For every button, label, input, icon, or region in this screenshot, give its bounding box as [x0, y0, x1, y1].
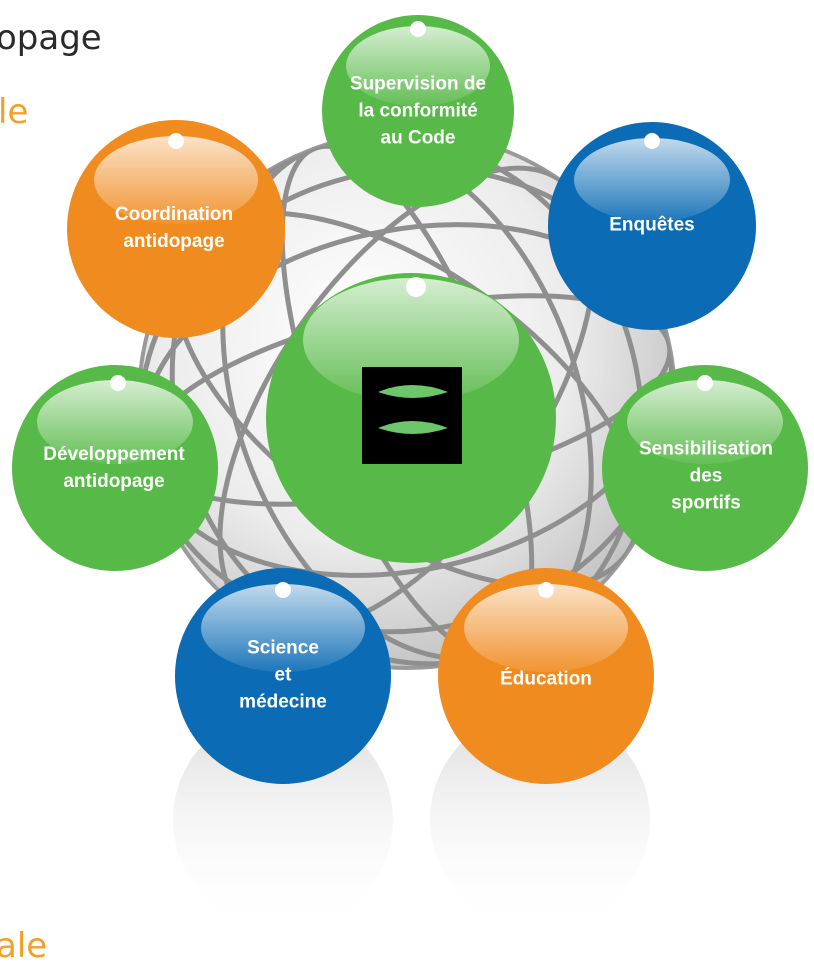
label-science-line: Science: [247, 637, 319, 659]
label-coordination-line: Coordination: [114, 204, 234, 225]
label-supervision-line: Supervision de: [349, 73, 487, 95]
bubble-supervision-shine: [346, 26, 490, 106]
bubble-coordination-highlight: [168, 133, 184, 149]
bubble-enquetes: [548, 122, 756, 330]
logo-background: [362, 367, 462, 464]
label-sensibilisation: Sensibilisation des sportifs: [639, 436, 773, 517]
label-science-line: médecine: [239, 691, 327, 713]
label-sensibilisation-line: sportifs: [671, 492, 741, 514]
bubble-developpement-shine: [37, 380, 193, 464]
bubble-science: [175, 568, 391, 784]
label-science-line: et: [274, 664, 292, 686]
label-sensibilisation-line: des: [689, 465, 723, 487]
label-supervision-line: la conformité: [358, 100, 478, 122]
bubble-coordination: [67, 120, 285, 338]
label-supervision: Supervision de la conformité au Code: [350, 71, 486, 152]
center-bubble-shine: [303, 278, 519, 402]
bubble-science-shine: [201, 584, 365, 672]
bubble-developpement-highlight: [110, 375, 126, 391]
label-developpement-line: Développement: [43, 444, 185, 465]
label-supervision-line: au Code: [380, 127, 456, 149]
bubble-enquetes-shine: [574, 138, 730, 222]
center-bubble: [266, 273, 556, 563]
label-coordination-line: antidopage: [123, 231, 225, 252]
bubble-sensibilisation-highlight: [697, 375, 713, 391]
center-bubble-highlight: [406, 277, 426, 297]
bubble-sensibilisation: [602, 365, 808, 571]
logo-stroke-upper: [378, 385, 448, 398]
bubble-coordination-shine: [94, 136, 258, 224]
logo-stroke-lower: [378, 421, 448, 434]
bubble-science-highlight: [275, 582, 291, 598]
bubble-supervision-highlight: [410, 21, 426, 37]
label-developpement: Développement antidopage: [43, 441, 184, 495]
heading-fragment-top: opage: [0, 18, 102, 58]
subheading-fragment: le: [0, 92, 29, 132]
bubble-developpement: [12, 365, 218, 571]
label-enquetes-line: Enquêtes: [609, 214, 695, 236]
bubble-education-highlight: [538, 582, 554, 598]
bubble-supervision: [322, 15, 514, 207]
label-science: Science et médecine: [239, 635, 327, 716]
bubble-education-shine: [464, 584, 628, 672]
bubble-education: [438, 568, 654, 784]
label-sensibilisation-line: Sensibilisation: [638, 438, 774, 460]
label-enquetes: Enquêtes: [609, 212, 695, 239]
label-developpement-line: antidopage: [63, 471, 165, 492]
wada-logo-icon: [362, 367, 462, 464]
label-education-line: Éducation: [500, 668, 592, 690]
label-coordination: Coordination antidopage: [115, 201, 233, 255]
label-education: Éducation: [500, 666, 592, 693]
bubble-enquetes-highlight: [644, 133, 660, 149]
bubble-sensibilisation-shine: [627, 380, 783, 464]
